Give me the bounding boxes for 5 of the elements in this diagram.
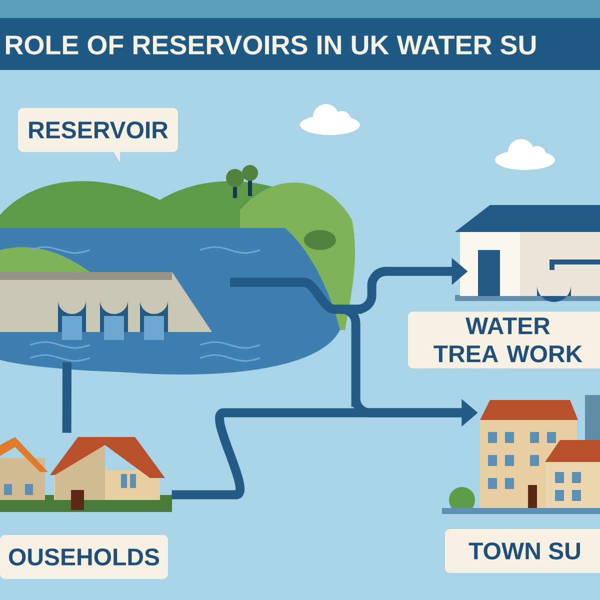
label-box: TOWN SU [445, 529, 600, 573]
label-box: OUSEHOLDS [0, 535, 168, 579]
label-box: WATER TREA WORK [408, 312, 600, 368]
label-box: RESERVOIR [18, 108, 178, 162]
title-banner: ROLE OF RESERVOIRS IN UK WATER SU [0, 18, 600, 70]
